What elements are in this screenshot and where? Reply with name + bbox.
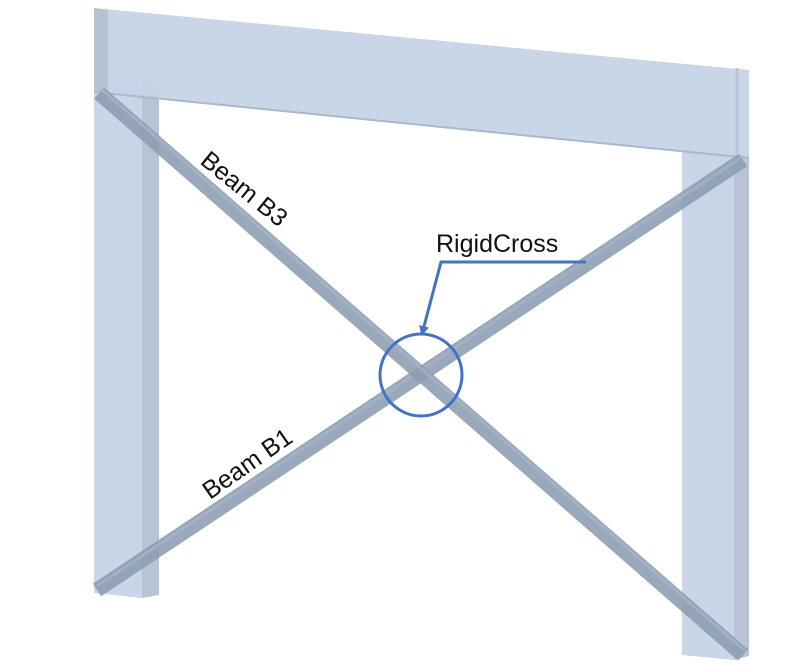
left-column-front-face [94, 74, 142, 598]
beam-b3 [94, 87, 748, 661]
right-column-front-face [682, 148, 734, 660]
top-beam-side-face [94, 8, 108, 96]
rigid-cross-label: RigidCross [436, 230, 558, 258]
left-column-side-face [142, 78, 159, 598]
right-column-side-face [734, 154, 749, 660]
top-beam-lower-edge [93, 91, 750, 159]
beam-b3-highlight [100, 87, 746, 653]
rigid-cross-annotation: RigidCross [378, 230, 586, 418]
beam-b3-body [94, 87, 748, 661]
rigid-cross-leader-line [419, 260, 586, 336]
top-beam [93, 8, 750, 159]
left-column [94, 74, 159, 598]
top-beam-front-face [94, 8, 749, 158]
right-column [682, 148, 749, 660]
